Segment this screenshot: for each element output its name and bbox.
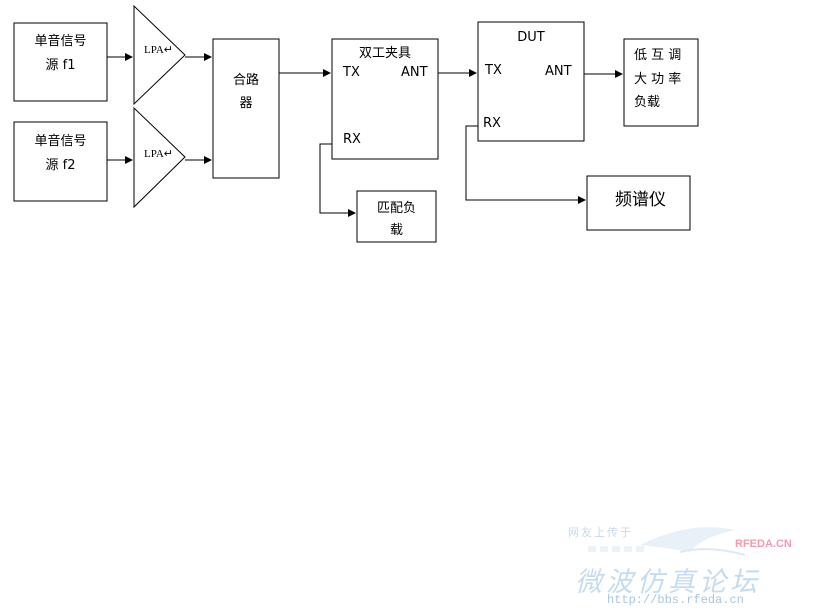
source-f2-label-line1: 单音信号: [34, 134, 87, 149]
spectrum-analyzer-label: 频谱仪: [615, 190, 666, 210]
duplexer-rx-label: RX: [343, 132, 361, 147]
watermark-logo-graphic: [588, 527, 746, 556]
wire-dut-rx-to-spectrum: [465, 125, 586, 204]
duplexer-ant-label: ANT: [401, 65, 428, 80]
amplifier-bottom-triangle: [133, 106, 186, 209]
watermark-upload-text: 网友上传于: [568, 526, 633, 539]
source-f1-label-line1: 单音信号: [34, 34, 87, 49]
match-load-label-line1: 匹配负: [376, 201, 416, 216]
source-f1-label-line2: 源 f1: [45, 58, 76, 73]
spectrum-analyzer-box: [586, 175, 691, 231]
dut-rx-label: RX: [483, 116, 501, 131]
duplexer-tx-label: TX: [343, 65, 360, 80]
duplexer-box: [331, 38, 439, 160]
load-box: [623, 38, 699, 127]
dut-tx-label: TX: [485, 63, 502, 78]
dut-title: DUT: [517, 30, 545, 45]
load-label-line2: 大 功 率: [634, 72, 682, 87]
combiner-box: [212, 38, 280, 179]
amplifier-top-triangle: [133, 4, 186, 106]
amplifier-bottom-label: LPA↵: [144, 148, 173, 160]
combiner-label-line1: 合路: [232, 73, 259, 88]
combiner-label-line2: 器: [239, 96, 253, 111]
match-load-box: [356, 190, 437, 243]
wire-duplexer-rx-to-match-load: [319, 143, 356, 217]
load-label-line1: 低 互 调: [634, 48, 682, 63]
amplifier-top-label: LPA↵: [144, 44, 173, 56]
dut-ant-label: ANT: [545, 64, 572, 79]
watermark-url: http://bbs.rfeda.cn: [607, 593, 744, 607]
match-load-label-line2: 载: [389, 223, 403, 238]
watermark-forum-title: 微波仿真论坛: [575, 567, 761, 598]
dut-box: [477, 21, 585, 142]
load-label-line3: 负载: [634, 95, 661, 110]
source-f1-box: [13, 22, 108, 102]
source-f2-label-line2: 源 f2: [45, 158, 76, 173]
source-f2-box: [13, 121, 108, 202]
duplexer-title: 双工夹具: [358, 46, 411, 61]
watermark-brand: RFEDA.CN: [735, 538, 792, 550]
